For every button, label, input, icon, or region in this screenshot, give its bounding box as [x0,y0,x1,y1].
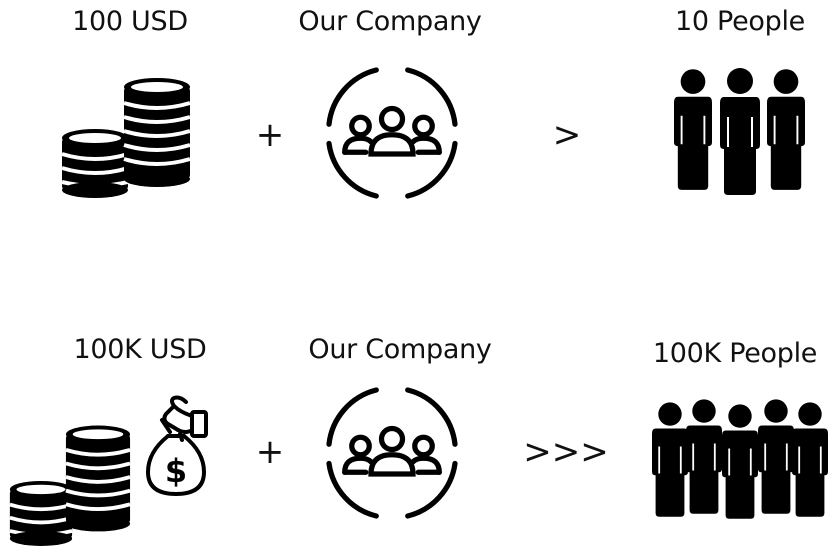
plus-operator: + [255,115,285,155]
crowd-icon [652,384,828,544]
money-label: 100K USD [73,334,207,365]
crowd-icon [672,62,807,202]
company-label: Our Company [308,334,492,365]
people-label: 100K People [652,338,818,369]
company-label: Our Company [298,6,482,37]
coin-stack-icon [60,70,200,200]
team-circle-icon [322,378,462,528]
team-circle-icon [322,58,462,208]
money-bag-hand-icon [140,390,230,500]
money-label: 100 USD [72,6,188,37]
coin-stack-icon [8,420,138,554]
plus-operator: + [255,432,285,472]
people-label: 10 People [675,6,805,37]
compare-operator: >>> [523,432,609,472]
compare-operator: > [552,115,582,155]
